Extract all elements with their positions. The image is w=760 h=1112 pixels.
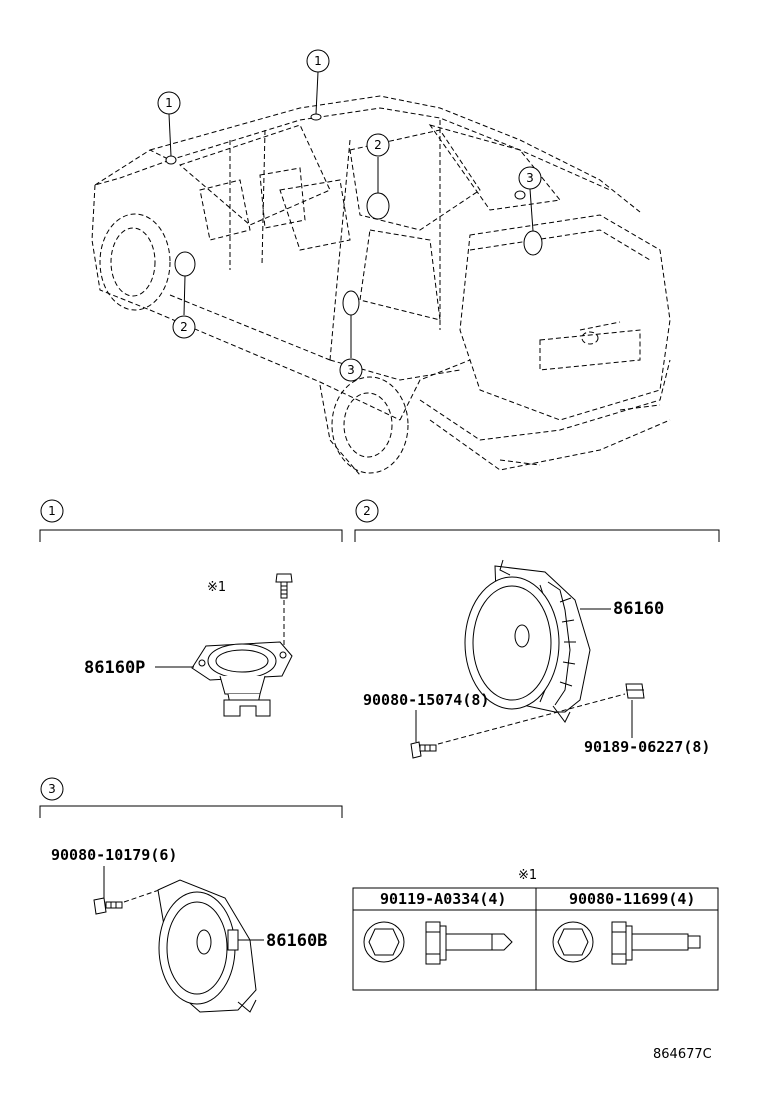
section-1-number: 1 [48, 504, 56, 518]
screw-icon [410, 741, 437, 759]
part-86160P: 86160P [84, 658, 145, 678]
callout-3a: 3 [518, 166, 542, 190]
callout-1b: 1 [306, 49, 330, 73]
screw-90080-15074: 90080-15074(8) [363, 691, 489, 709]
screw-icon [275, 573, 293, 599]
callout-1b-label: 1 [314, 54, 322, 68]
hex-flange-bolt-icon [363, 921, 513, 965]
legend-col2-label: 90080-11699(4) [569, 890, 695, 908]
callout-1a: 1 [157, 91, 181, 115]
rear-speaker-icon [157, 879, 257, 1013]
callout-1a-label: 1 [165, 96, 173, 110]
hex-bolt-icon [552, 921, 701, 965]
part-86160B: 86160B [266, 931, 327, 951]
screw-90080-10179: 90080-10179(6) [51, 846, 177, 864]
legend-col1-label: 90119-A0334(4) [380, 890, 506, 908]
section-3: 3 90080-10179(6) 86160B [39, 777, 343, 1013]
callout-2b: 2 [172, 315, 196, 339]
section-2: 2 86160 90189-06227(8) [354, 499, 720, 759]
callout-3b-label: 3 [347, 363, 355, 377]
section-1: 1 ※1 86160P [39, 499, 343, 717]
diagram-code: 864677C [653, 1047, 712, 1062]
callout-3a-label: 3 [526, 171, 534, 185]
note-mark-1: ※1 [207, 580, 226, 595]
fastener-legend-table: ※1 90119-A0334(4) 90080-11699(4) [352, 868, 719, 991]
callout-2a: 2 [366, 133, 390, 157]
section-3-number: 3 [48, 782, 56, 796]
screw-icon [93, 897, 123, 915]
door-speaker-icon [464, 559, 591, 723]
callout-2a-label: 2 [374, 138, 382, 152]
callout-leaders [168, 71, 534, 358]
clip-icon [625, 683, 645, 699]
vehicle-illustration [91, 95, 671, 476]
section-2-number: 2 [363, 504, 371, 518]
part-86160: 86160 [613, 599, 664, 619]
legend-note-mark: ※1 [518, 868, 537, 883]
callout-2b-label: 2 [180, 320, 188, 334]
clip-90189-06227: 90189-06227(8) [584, 738, 710, 756]
callout-3b: 3 [339, 358, 363, 382]
tweeter-speaker-icon [191, 641, 293, 717]
